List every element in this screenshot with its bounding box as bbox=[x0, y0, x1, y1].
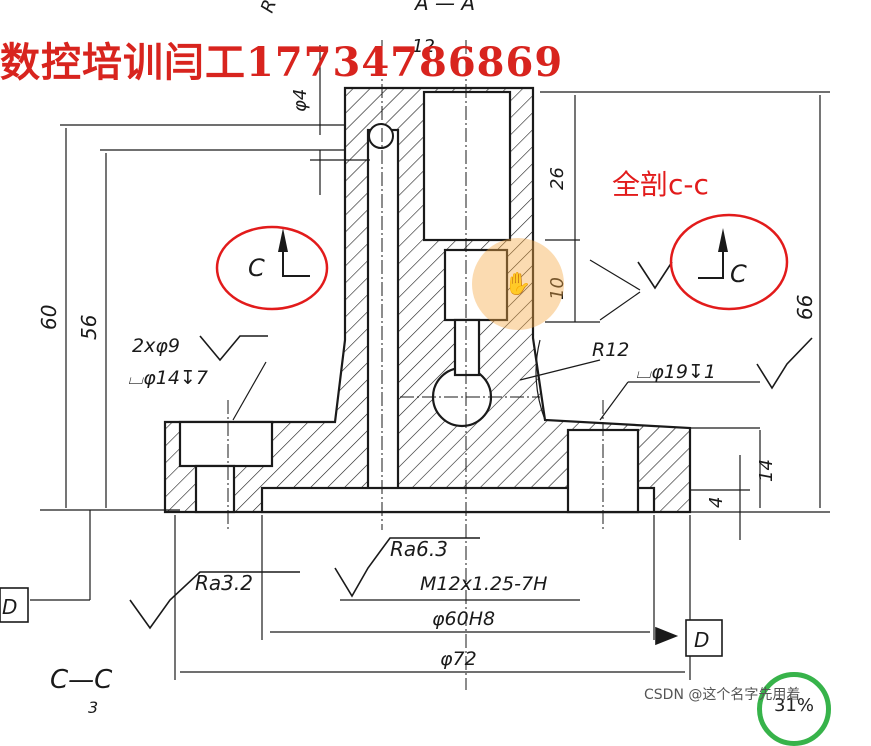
view-number: 3 bbox=[88, 698, 98, 713]
overlay-title: 数控培训闫工17734786869 bbox=[0, 39, 564, 86]
drawing-canvas: D D C C A — A R 12 φ4 26 10 60 56 66 14 … bbox=[0, 0, 831, 746]
dim-bore: φ60H8 bbox=[432, 608, 495, 630]
watermark: CSDN @这个名字先用着 bbox=[644, 687, 801, 703]
section-arrow-right-head bbox=[718, 228, 728, 252]
datum-right-letter: D bbox=[694, 628, 709, 652]
dim-r12: R12 bbox=[592, 339, 629, 361]
view-label: C—C bbox=[50, 665, 113, 695]
dimension-lines bbox=[30, 45, 830, 680]
section-marker-left: C bbox=[248, 254, 265, 282]
ra-6-3: Ra6.3 bbox=[390, 537, 448, 561]
dim-56: 56 bbox=[77, 315, 101, 340]
dim-holes: 2xφ9 bbox=[132, 335, 180, 357]
section-annotation-label: 全剖c-c bbox=[612, 168, 709, 201]
dim-4: 4 bbox=[706, 497, 727, 508]
dim-14: 14 bbox=[756, 459, 777, 482]
dim-thread: M12x1.25-7H bbox=[420, 573, 547, 595]
dim-60: 60 bbox=[37, 305, 61, 330]
annotation-circle-right bbox=[669, 213, 789, 311]
surface-finish-symbols bbox=[129, 261, 813, 646]
ra-3-2: Ra3.2 bbox=[195, 571, 253, 595]
dim-10: 10 bbox=[547, 277, 568, 300]
ball-feature bbox=[368, 123, 394, 149]
dim-26: 26 bbox=[547, 167, 568, 190]
dim-12: 12 bbox=[412, 36, 435, 57]
dim-counterbore-left: ⌴φ14↧7 bbox=[128, 367, 208, 389]
hand-cursor-highlight: ✋ bbox=[472, 238, 564, 330]
dim-counterbore-right: ⌴φ19↧1 bbox=[636, 361, 716, 383]
technical-drawing: D D C C A — A R 12 φ4 26 10 60 56 66 14 … bbox=[0, 0, 830, 717]
datum-left-letter: D bbox=[2, 595, 17, 619]
dim-66: 66 bbox=[793, 295, 817, 320]
centerlines bbox=[227, 40, 604, 690]
section-marker-right: C bbox=[730, 260, 747, 288]
section-top-label: A — A bbox=[413, 0, 475, 15]
dim-phi4: φ4 bbox=[290, 89, 311, 112]
part-section-body bbox=[163, 86, 692, 514]
top-left-fragment: R bbox=[257, 0, 281, 16]
hand-cursor-icon: ✋ bbox=[504, 271, 532, 297]
datum-boxes bbox=[0, 587, 723, 657]
annotation-circle-left bbox=[215, 225, 329, 311]
dim-outer: φ72 bbox=[440, 648, 477, 670]
section-arrows bbox=[282, 250, 724, 279]
section-arrow-left-head bbox=[278, 228, 288, 252]
progress-text: 31% bbox=[773, 695, 814, 716]
